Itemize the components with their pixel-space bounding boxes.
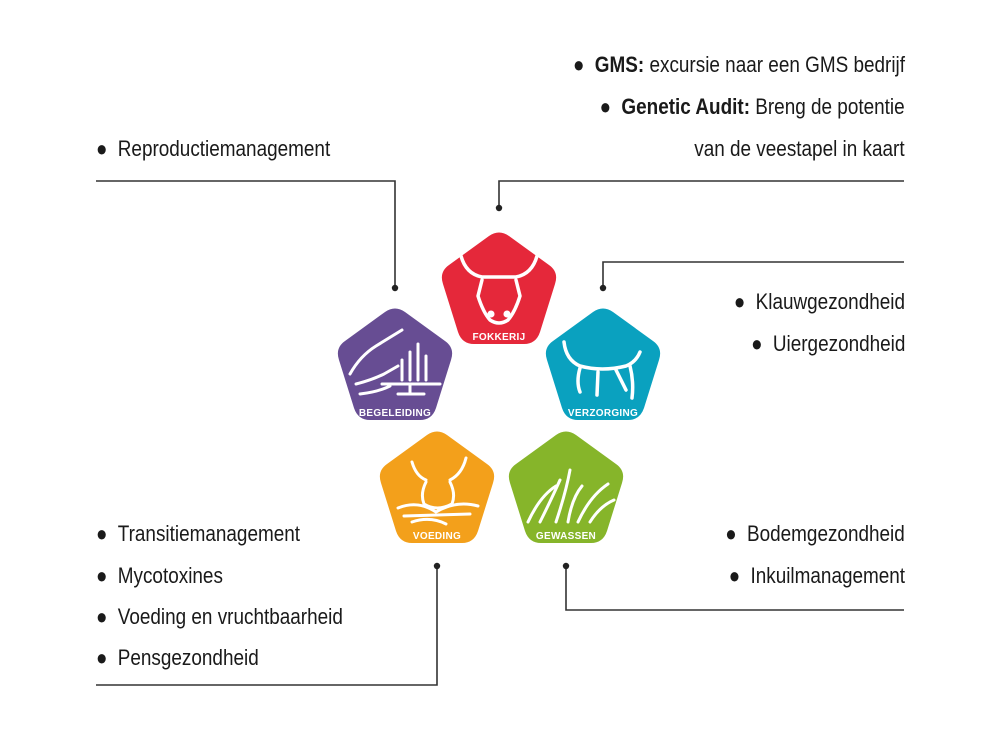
voeding-item-0: ●Transitiemanagement xyxy=(96,521,301,546)
bull-head-icon xyxy=(459,254,539,325)
begeleiding-item-0: ●Reproductiemanagement xyxy=(96,136,331,161)
connector-dot-begeleiding xyxy=(391,284,399,292)
connector-fokkerij xyxy=(498,180,904,205)
pentagon-fokkerij-shape xyxy=(441,232,557,344)
fokkerij-item-gms-text: excursie naar een GMS bedrijf xyxy=(644,52,905,77)
voeding-item-3-text: Pensgezondheid xyxy=(117,645,259,670)
verzorging-item-0-text: Klauwgezondheid xyxy=(755,289,905,314)
pentagon-verzorging-shape xyxy=(545,308,661,420)
verzorging-item-1-text: Uiergezondheid xyxy=(772,331,905,356)
verzorging-item-0: ●Klauwgezondheid xyxy=(733,289,905,314)
connector-gewassen xyxy=(565,566,904,611)
connector-verzorging xyxy=(602,261,904,285)
grass-icon xyxy=(526,468,616,524)
pentagon-begeleiding-label: BEGELEIDING xyxy=(359,408,431,419)
pentagon-gewassen-label: GEWASSEN xyxy=(536,531,596,542)
hand-chart-icon xyxy=(348,328,442,396)
fokkerij-item-genetic-audit: ●Genetic Audit: Breng de potentie xyxy=(600,94,905,119)
gewassen-item-0-text: Bodemgezondheid xyxy=(747,521,905,546)
fokkerij-item-gms: ●GMS: excursie naar een GMS bedrijf xyxy=(573,52,905,77)
fokkerij-item-genetic-audit-strong: Genetic Audit: xyxy=(621,94,751,119)
pentagon-fokkerij-label: FOKKERIJ xyxy=(473,332,526,343)
voeding-item-2: ●Voeding en vruchtbaarheid xyxy=(96,604,343,629)
voeding-item-0-text: Transitiemanagement xyxy=(117,521,301,546)
gewassen-item-1-text: Inkuilmanagement xyxy=(750,563,905,588)
pentagon-verzorging-label: VERZORGING xyxy=(568,408,638,419)
pentagon-begeleiding[interactable]: BEGELEIDING xyxy=(337,308,453,421)
voeding-item-3: ●Pensgezondheid xyxy=(96,645,259,670)
verzorging-item-1: ●Uiergezondheid xyxy=(750,331,905,356)
connector-begeleiding xyxy=(96,180,396,285)
voeding-item-1-text: Mycotoxines xyxy=(117,563,223,588)
fokkerij-item-genetic-audit-continuation: van de veestapel in kaart xyxy=(694,136,905,161)
connector-dot-gewassen xyxy=(562,562,570,570)
pentagon-voeding[interactable]: VOEDING xyxy=(379,431,495,544)
udder-icon xyxy=(562,340,642,400)
voeding-item-2-text: Voeding en vruchtbaarheid xyxy=(117,604,343,629)
voeding-item-1: ●Mycotoxines xyxy=(96,563,223,588)
connector-voeding xyxy=(96,566,438,686)
pentagon-voeding-label: VOEDING xyxy=(413,531,461,542)
pentagon-voeding-shape xyxy=(379,431,495,543)
pentagon-gewassen[interactable]: GEWASSEN xyxy=(508,431,624,544)
fokkerij-item-genetic-audit-text: Breng de potentie xyxy=(750,94,905,119)
gewassen-item-1: ●Inkuilmanagement xyxy=(728,563,905,588)
cow-eating-icon xyxy=(396,456,480,526)
connector-dot-voeding xyxy=(433,562,441,570)
begeleiding-item-0-text: Reproductiemanagement xyxy=(117,136,331,161)
connector-dot-fokkerij xyxy=(495,204,503,212)
pentagon-fokkerij[interactable]: FOKKERIJ xyxy=(441,232,557,345)
gewassen-item-0: ●Bodemgezondheid xyxy=(725,521,905,546)
connector-dot-verzorging xyxy=(599,284,607,292)
fokkerij-item-gms-strong: GMS: xyxy=(594,52,645,77)
pentagon-verzorging[interactable]: VERZORGING xyxy=(545,308,661,421)
